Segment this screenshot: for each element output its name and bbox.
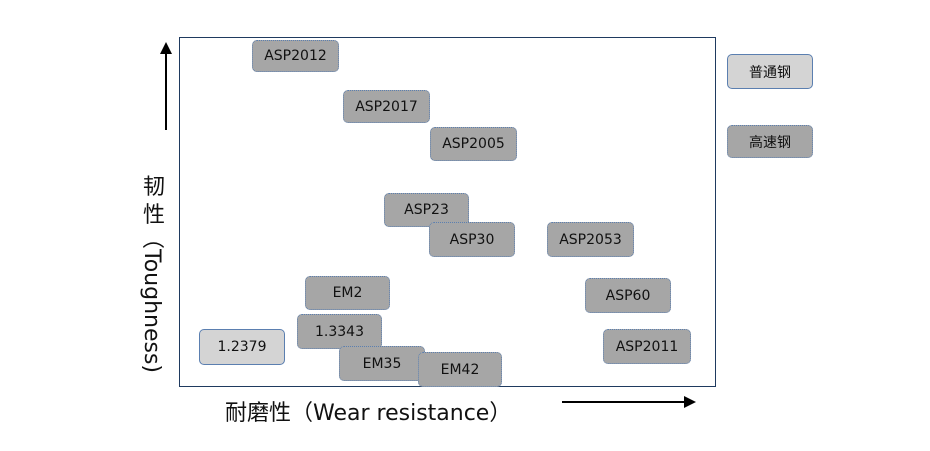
y-axis-title-char-2: 性 <box>142 203 166 229</box>
steel-grade-box-1: ASP2017 <box>343 90 430 123</box>
legend-box-1: 高速钢 <box>727 125 813 158</box>
y-axis-title-en: （Toughness) <box>139 227 164 374</box>
steel-grade-box-2: ASP2005 <box>430 127 517 161</box>
steel-grade-box-10: ASP2011 <box>603 329 691 364</box>
x-axis-title: 耐磨性（Wear resistance） <box>225 401 512 426</box>
steel-grade-box-11: EM35 <box>339 346 425 381</box>
steel-grade-box-7: ASP60 <box>585 278 671 313</box>
steel-grade-box-9: 1.2379 <box>199 329 285 365</box>
y-axis-arrowhead <box>160 42 172 54</box>
x-axis-arrowhead <box>684 396 696 408</box>
steel-grade-box-6: EM2 <box>305 276 390 310</box>
steel-grade-box-3: ASP23 <box>384 193 469 227</box>
steel-grade-box-5: ASP2053 <box>547 222 634 257</box>
legend-box-0: 普通钢 <box>727 54 813 89</box>
steel-grade-box-0: ASP2012 <box>252 40 339 72</box>
y-axis-title: 韧性（Toughness) <box>139 142 170 402</box>
steel-grade-box-12: EM42 <box>418 352 502 387</box>
steel-grade-box-4: ASP30 <box>429 222 515 257</box>
steel-grade-box-8: 1.3343 <box>297 314 382 349</box>
